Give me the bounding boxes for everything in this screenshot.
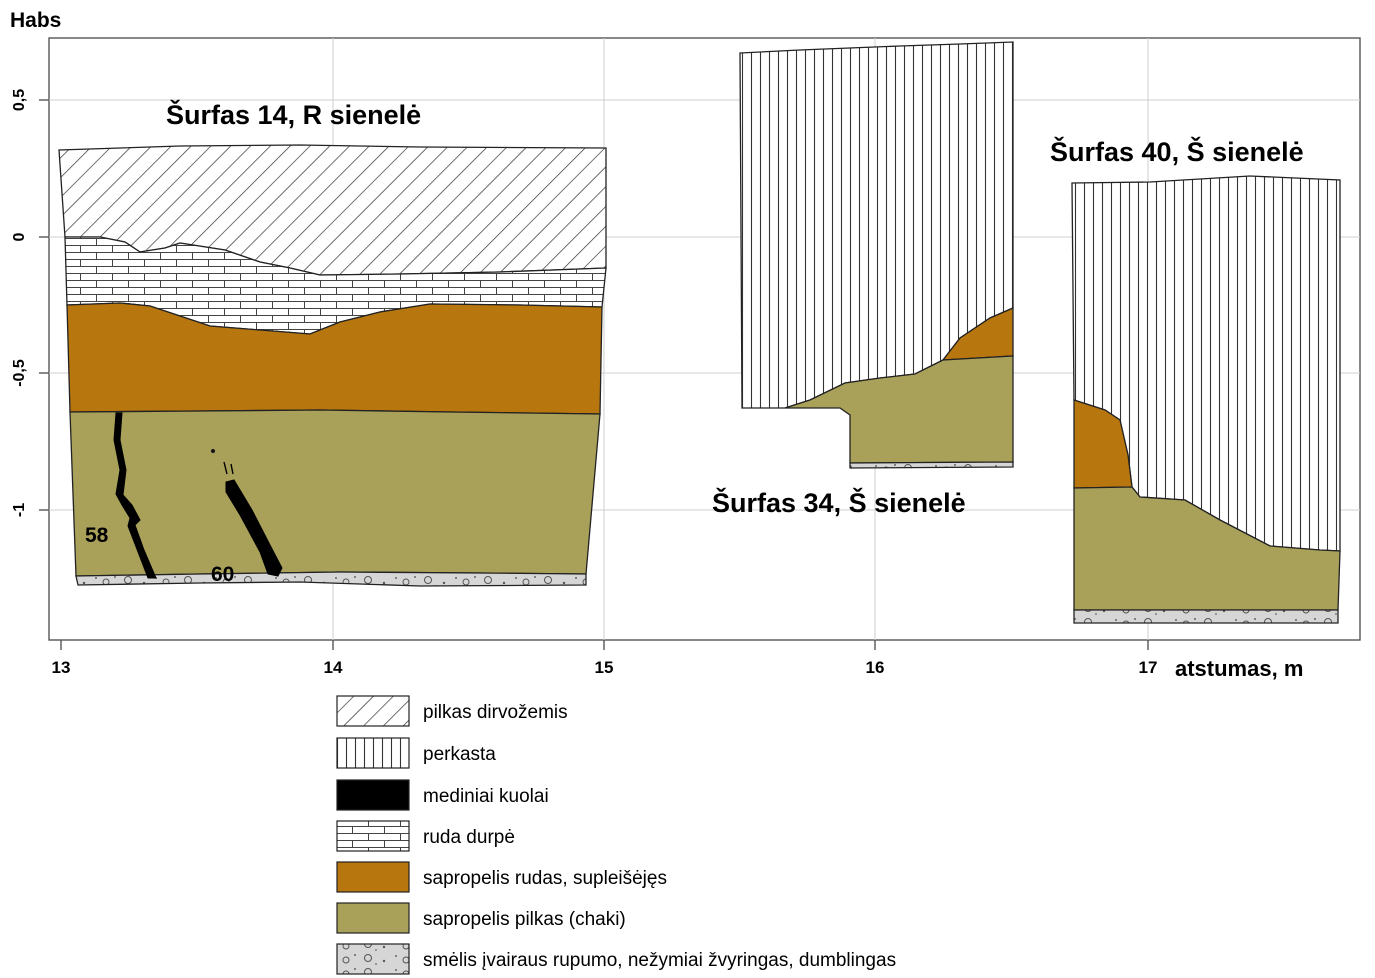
profile-surfas-40 [1071,175,1341,624]
legend-swatch-olive [336,902,410,934]
layer-sapropelis-pilkas [69,409,601,577]
wooden-stake-58 [113,412,157,579]
layer-smelis [849,461,1014,469]
stake-label-60: 60 [211,563,234,586]
profile-surfas-14 [58,144,607,587]
layer-sapropelis-pilkas [784,355,1014,464]
y-tick-label: 0,5 [11,89,28,111]
legend-label: smėlis įvairaus rupumo, nežymiai žvyring… [423,950,896,971]
x-axis-label: atstumas, m [1175,656,1303,681]
title-surfas-40: Šurfas 40, Š sienelė [1050,136,1304,167]
layer-smelis [1073,609,1339,624]
axis-ticks [39,99,1149,650]
y-tick-label: 0 [11,232,28,241]
layer-sapropelis-rudas [941,307,1014,361]
legend-swatch-brick [336,820,410,852]
x-tick-label: 17 [1139,658,1158,677]
legend-swatch-brown [336,861,410,893]
legend-item: ruda durpė [336,820,515,852]
wooden-stake-60 [225,479,283,577]
layer-smelis [75,571,587,587]
legend: pilkas dirvožemis perkasta mediniai kuol… [336,695,896,975]
x-tick-labels: 13 14 15 16 17 [52,658,1158,677]
legend-label: ruda durpė [423,827,515,848]
stake-label-58: 58 [85,524,109,547]
x-tick-label: 14 [324,658,343,677]
x-tick-label: 16 [866,658,885,677]
x-tick-label: 15 [595,658,614,677]
legend-swatch-black [336,779,410,811]
legend-item: mediniai kuolai [336,779,549,811]
stake-fragment [223,461,234,475]
legend-item: sapropelis rudas, supleišėjęs [336,861,667,893]
legend-item: smėlis įvairaus rupumo, nežymiai žvyring… [336,943,896,975]
x-tick-label: 13 [52,658,71,677]
legend-label: mediniai kuolai [423,786,549,807]
legend-swatch-sand [336,943,410,975]
y-tick-label: -1 [11,503,28,517]
y-tick-labels: 0,5 0 -0,5 -1 [11,89,28,517]
legend-label: pilkas dirvožemis [423,702,568,723]
profile-surfas-34 [739,41,1014,469]
legend-label: perkasta [423,744,496,765]
legend-swatch-diag [336,695,410,727]
title-surfas-14: Šurfas 14, R sienelė [166,99,421,130]
legend-swatch-vert [336,737,410,769]
y-tick-label: -0,5 [11,359,28,387]
legend-item: sapropelis pilkas (chaki) [336,902,626,934]
y-axis-label: Habs [10,9,61,32]
legend-item: perkasta [336,737,496,769]
legend-item: pilkas dirvožemis [336,695,568,727]
legend-label: sapropelis rudas, supleišėjęs [423,868,667,889]
title-surfas-34: Šurfas 34, Š sienelė [712,487,966,518]
legend-label: sapropelis pilkas (chaki) [423,909,626,930]
